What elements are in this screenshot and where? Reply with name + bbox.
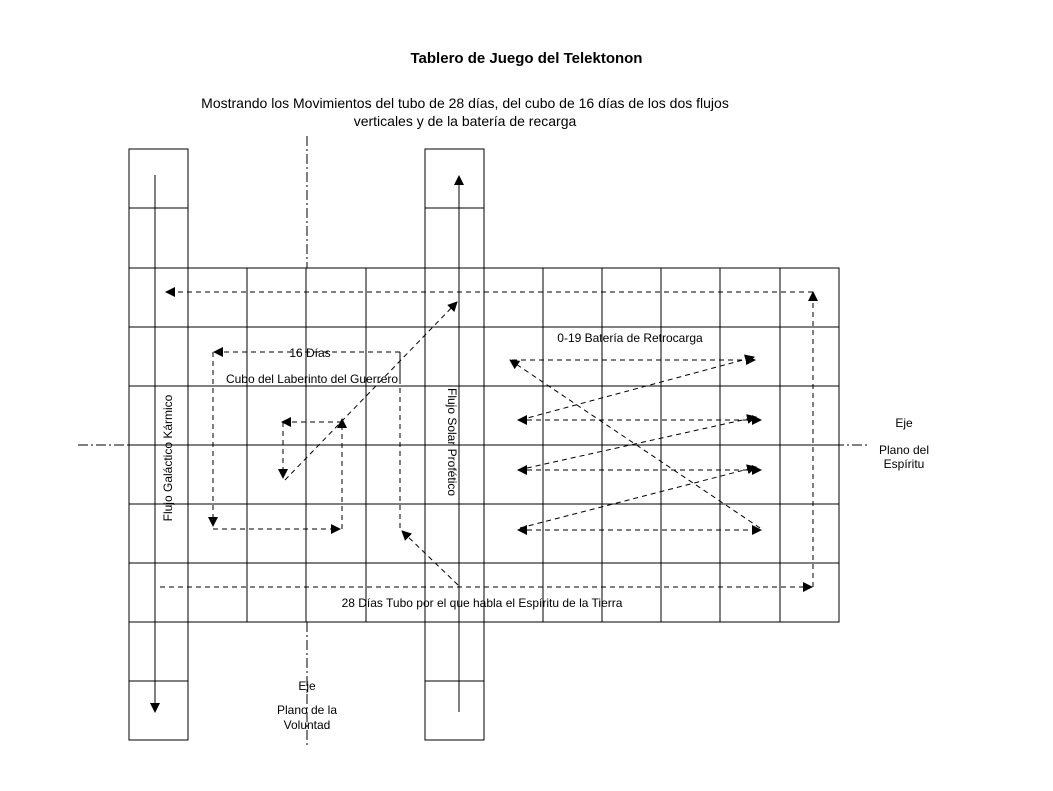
tube-label-text: 28 Días Tubo por el que habla el Espírit… [342, 596, 623, 610]
tube-to-cube-arrow [401, 530, 459, 586]
left-column [128, 148, 189, 741]
battery-diag-3 [519, 464, 757, 529]
diagram-subtitle-line1: Mostrando los Movimientos del tubo de 28… [201, 95, 729, 111]
spirit-plane-label-2: Espíritu [884, 457, 925, 471]
cube-label: Cubo del Laberinto del Guerrero [226, 372, 398, 386]
bottom-axis-label: Eje [298, 679, 316, 693]
movement-arrows [160, 287, 818, 592]
galactic-flow-label: Flujo Galáctico Kármico [161, 394, 175, 521]
will-plane-label-1: Plano de la [277, 703, 337, 717]
will-plane-label-2: Voluntad [284, 718, 331, 732]
battery-diag-2 [517, 414, 757, 471]
spirit-plane-label-1: Plano del [879, 443, 929, 457]
battery-label: 0-19 Batería de Retrocarga [557, 331, 703, 345]
solar-flow-label: Flujo Solar Profético [445, 388, 459, 496]
battery-diag-1 [519, 354, 755, 421]
cube-days-label: 16 Días [289, 346, 330, 360]
right-axis-label: Eje [895, 416, 913, 430]
center-column [424, 148, 485, 741]
diagram-title: Tablero de Juego del Telektonon [410, 50, 643, 67]
diagram-subtitle-line2: verticales y de la batería de recarga [353, 113, 577, 129]
